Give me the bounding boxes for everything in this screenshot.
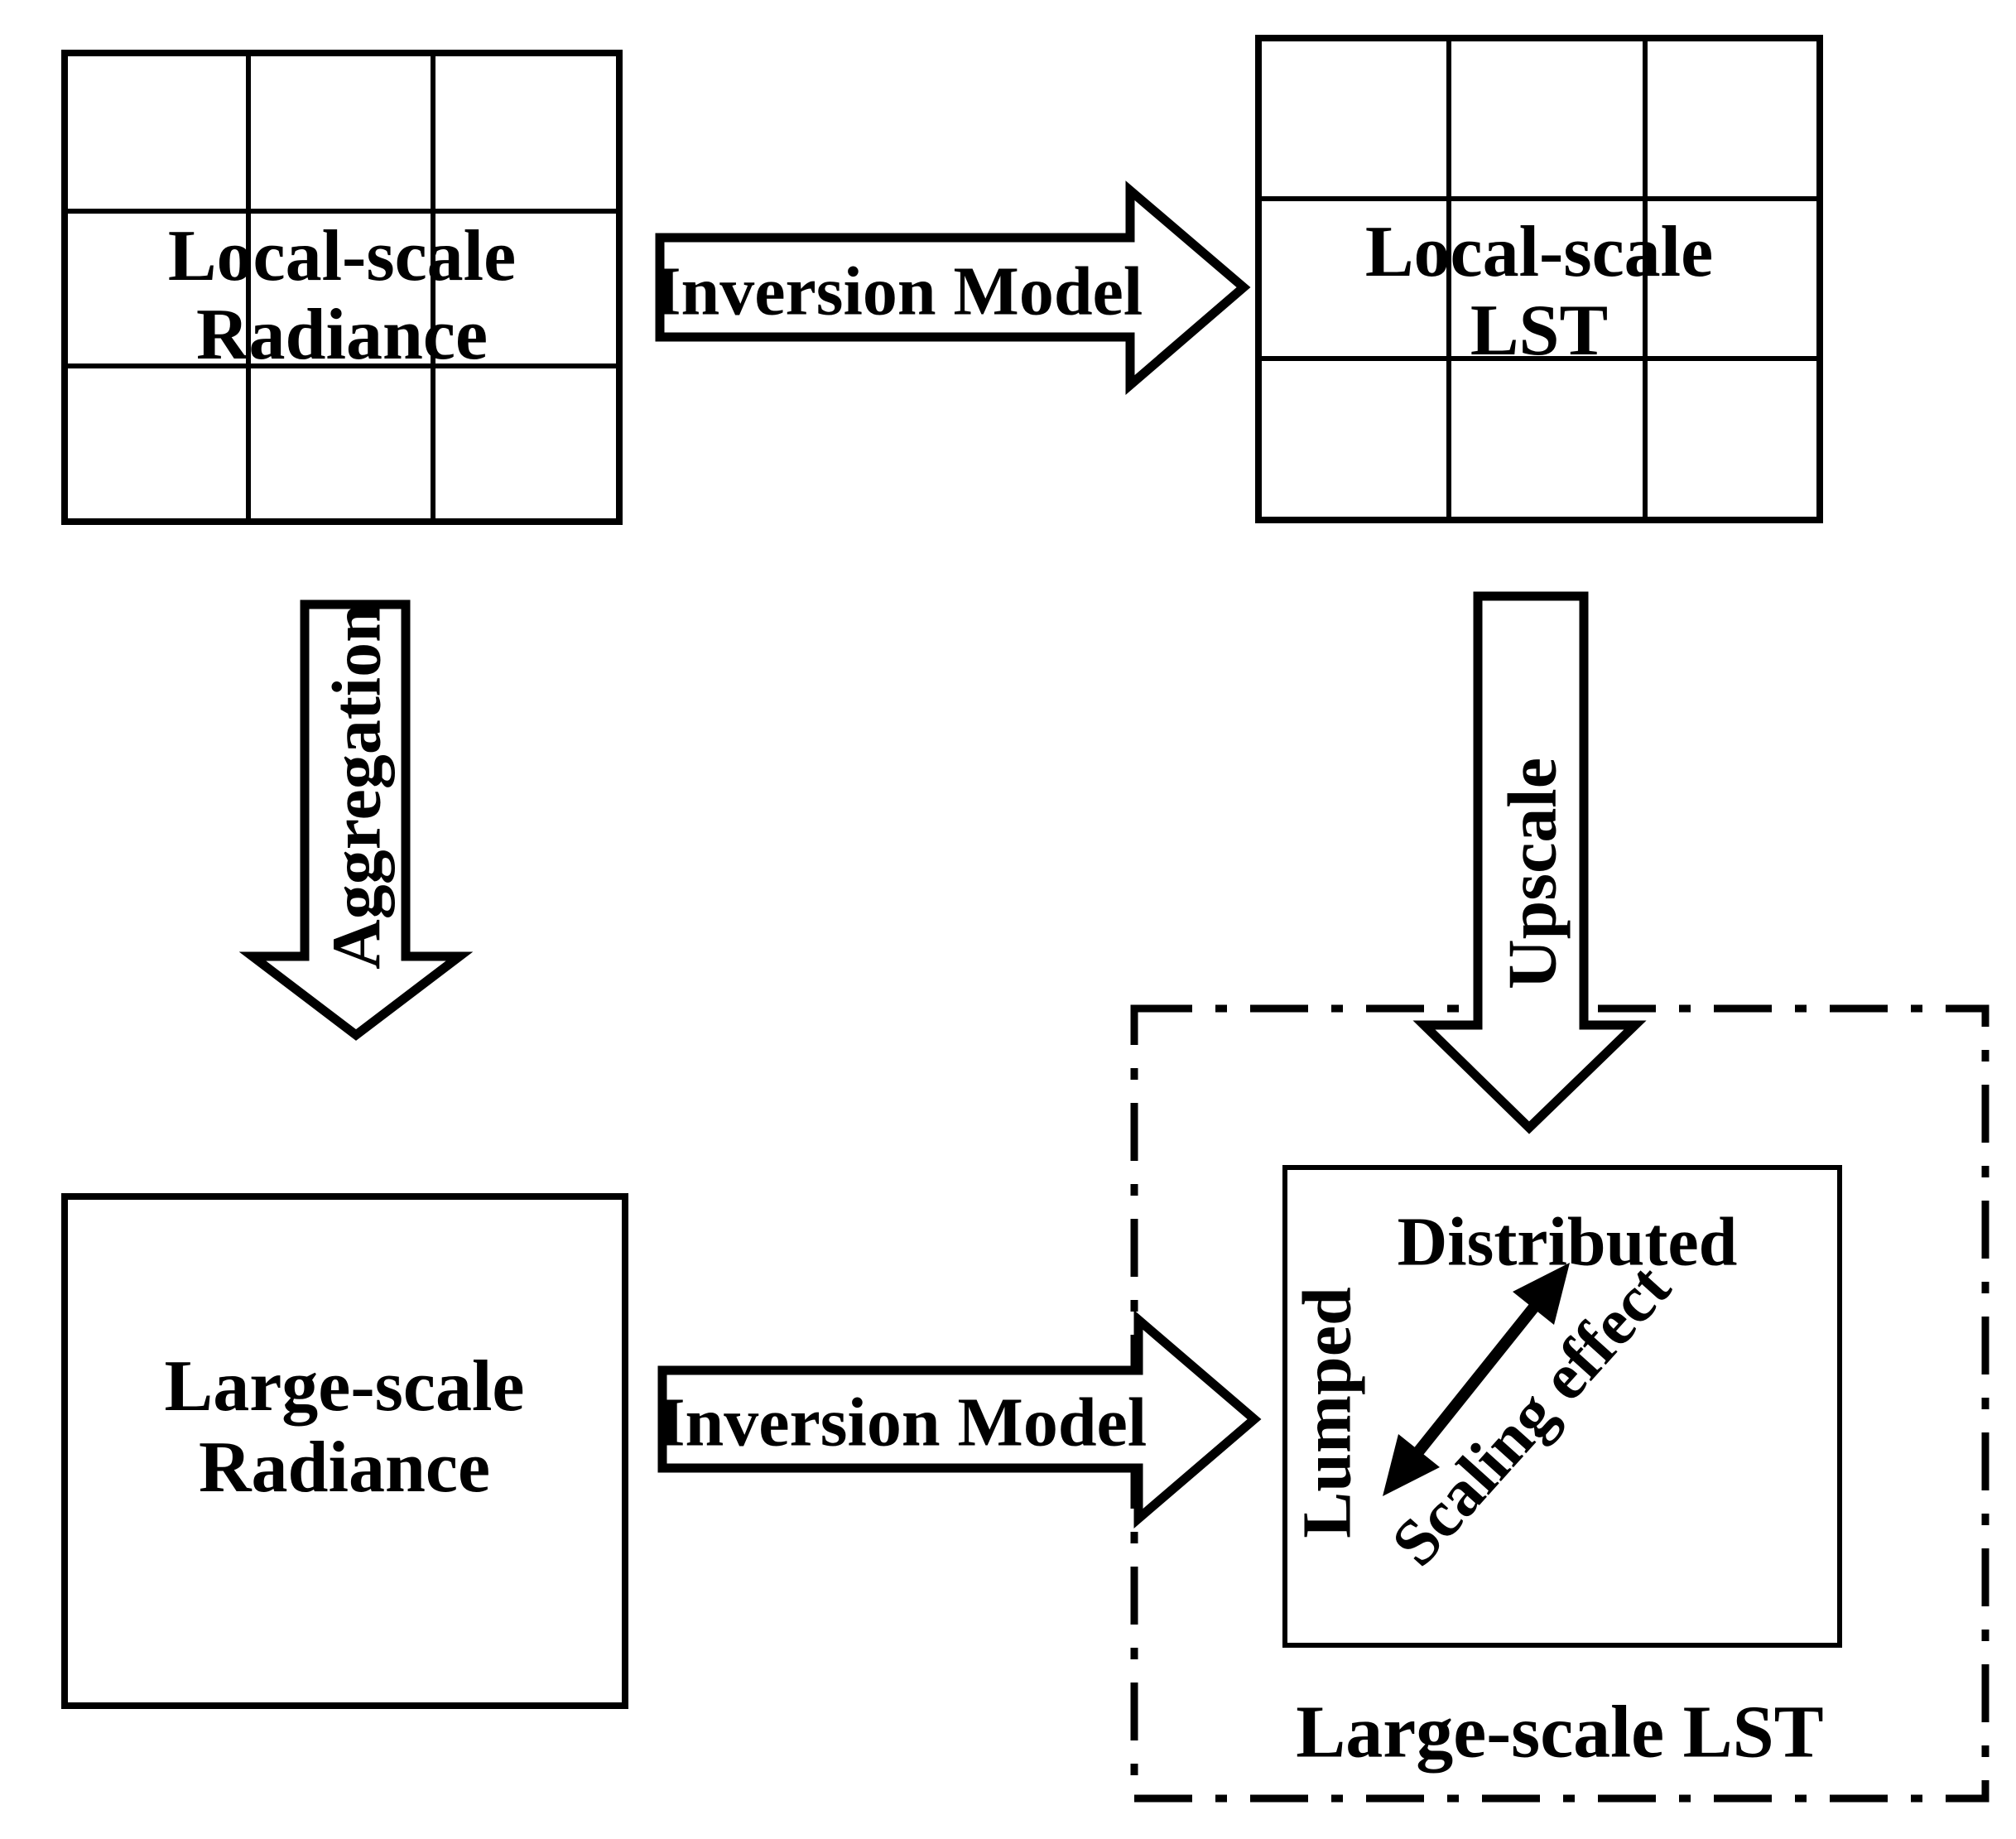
inner-box-outline [1282, 1165, 1842, 1648]
block-arrow-down-icon [1412, 591, 1647, 1134]
top-inversion-model-arrow: Inversion Model [654, 181, 1251, 395]
local-scale-lst-label-line1: Local-scale [1365, 212, 1713, 292]
double-headed-diagonal-arrow-icon [1383, 1263, 1570, 1496]
dash-dot-border [1130, 1004, 1990, 1803]
local-scale-lst-label-line2: LST [1470, 291, 1608, 371]
large-scale-radiance-box: Large-scale Radiance [61, 1193, 628, 1709]
diagonal-arrow-line [1398, 1284, 1554, 1475]
large-scale-radiance-label-line2: Radiance [199, 1427, 490, 1508]
local-scale-radiance-label-line2: Radiance [196, 295, 488, 375]
aggregation-arrow: Aggregation [238, 599, 474, 1041]
local-scale-radiance-grid: Local-scale Radiance [61, 50, 623, 525]
diagonal-arrowhead-up-icon [1513, 1263, 1570, 1325]
top-inversion-model-label: Inversion Model [654, 253, 1143, 330]
large-scale-radiance-label-line1: Large-scale [165, 1346, 525, 1427]
upscale-arrow: Upscale [1412, 591, 1647, 1134]
local-scale-lst-grid: Local-scale LST [1255, 35, 1823, 523]
local-scale-radiance-label-line1: Local-scale [168, 216, 516, 296]
scaling-effect-box: Distributed Lumped Scaling effect [1282, 1165, 1842, 1648]
block-arrow-down-icon [238, 599, 474, 1041]
grid-outline [61, 50, 623, 525]
large-scale-lst-region [1130, 1004, 1990, 1803]
large-scale-lst-label: Large-scale LST [1296, 1692, 1823, 1774]
bottom-inversion-model-arrow: Inversion Model [657, 1310, 1262, 1528]
grid-outline [1255, 35, 1823, 523]
box-outline [61, 1193, 628, 1709]
bottom-inversion-model-label: Inversion Model [658, 1384, 1147, 1461]
lumped-label: Lumped [1288, 1287, 1365, 1538]
upscale-label: Upscale [1494, 758, 1571, 989]
block-arrow-right-icon [655, 181, 1251, 395]
diagonal-arrowhead-down-icon [1383, 1434, 1440, 1496]
block-arrow-right-icon [657, 1310, 1262, 1528]
aggregation-label: Aggregation [318, 604, 395, 970]
